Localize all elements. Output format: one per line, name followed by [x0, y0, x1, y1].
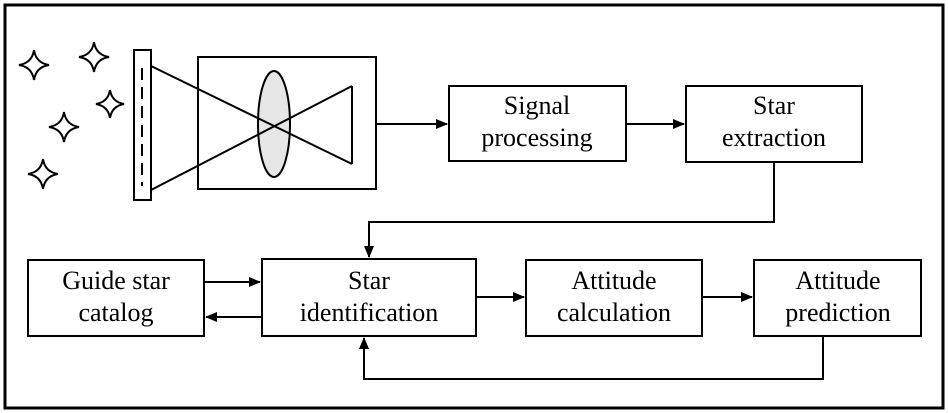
label-line: prediction — [785, 298, 890, 327]
label-line: catalog — [78, 298, 153, 327]
arrow-extraction-to-identification — [364, 162, 775, 258]
label-line: Attitude — [571, 266, 656, 295]
block-attitude-calculation: Attitude calculation — [525, 259, 703, 337]
star-icon — [78, 41, 110, 73]
label-line: Star — [348, 266, 390, 295]
arrow-prediction-feedback — [359, 336, 824, 380]
label-line: Guide star — [62, 266, 170, 295]
star-icon — [18, 49, 50, 81]
star-field — [18, 41, 125, 190]
camera-housing — [197, 56, 377, 190]
block-star-identification: Star identification — [261, 258, 477, 337]
star-icon — [95, 89, 125, 119]
light-ray — [150, 85, 353, 191]
block-star-extraction: Star extraction — [685, 85, 863, 163]
connectors — [204, 119, 824, 380]
optical-system — [133, 49, 377, 201]
block-signal-processing: Signal processing — [448, 85, 627, 162]
outer-frame — [3, 3, 945, 410]
label-line: Signal — [504, 91, 570, 120]
label-line: identification — [300, 298, 439, 327]
star-icon — [48, 111, 80, 143]
star-icon — [27, 158, 59, 190]
label-line: calculation — [557, 298, 671, 327]
label-line: Attitude — [795, 266, 880, 295]
label-line: processing — [481, 123, 592, 152]
light-ray — [150, 65, 353, 165]
block-guide-star-catalog: Guide star catalog — [27, 259, 205, 337]
label-line: Star — [753, 91, 795, 120]
lens-icon — [257, 70, 291, 178]
label-line: extraction — [722, 123, 826, 152]
block-attitude-prediction: Attitude prediction — [753, 259, 922, 337]
